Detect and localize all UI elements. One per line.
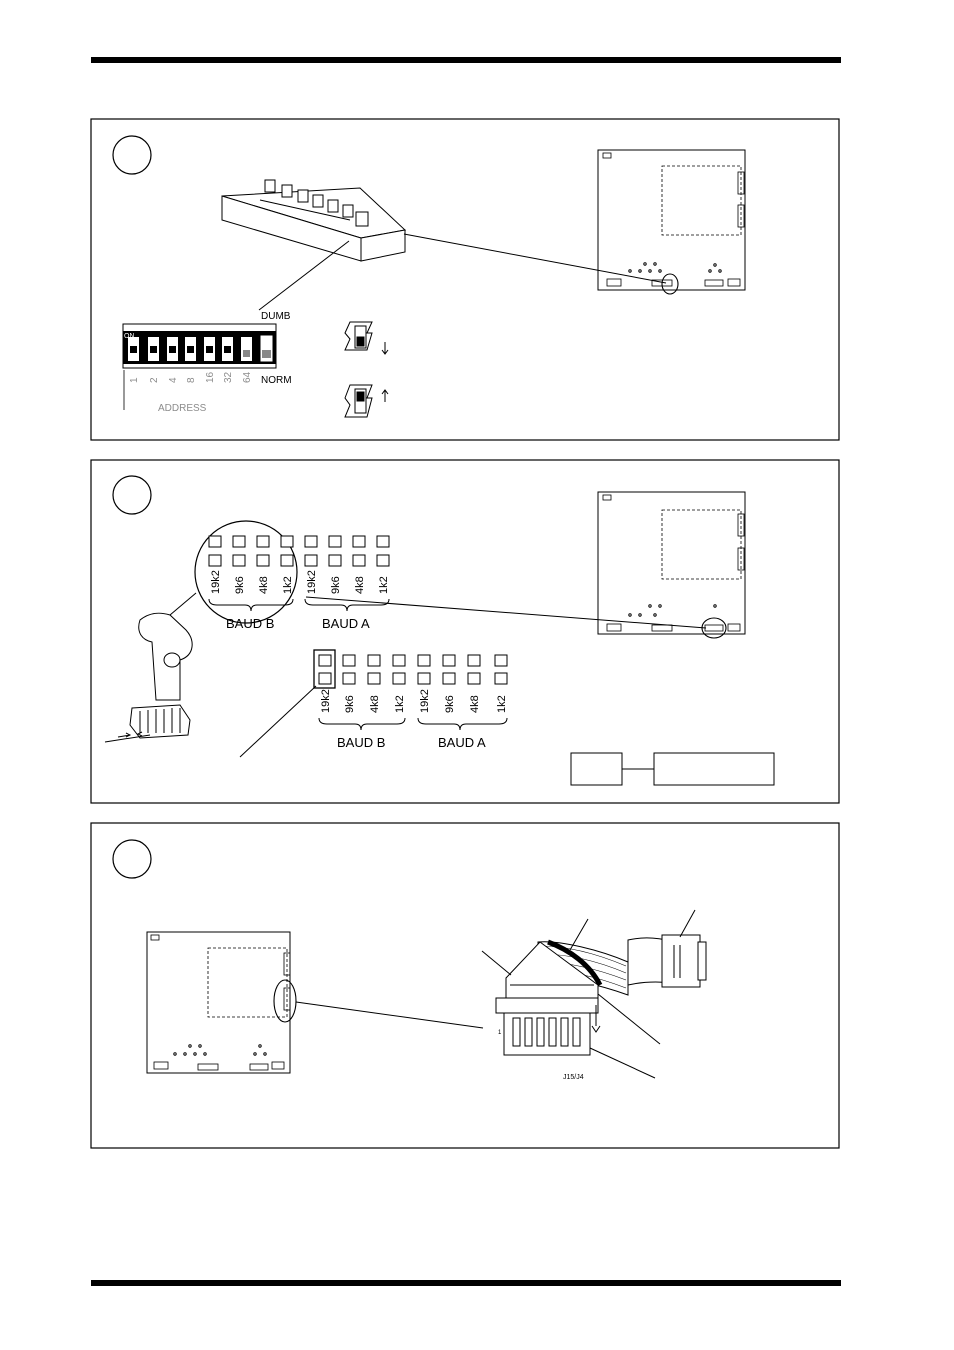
address-label-1: 1 [129, 377, 140, 383]
leader-line-dip-to-detail [258, 240, 350, 311]
baud-b-1k2-lower: 1k2 [394, 695, 406, 713]
norm-label: NORM [261, 375, 292, 386]
address-label-2: 2 [149, 377, 160, 383]
step-circle-1 [112, 135, 152, 175]
pcb-board-3 [146, 931, 297, 1074]
bottom-rule [91, 1280, 841, 1286]
panel-3-frame [90, 822, 840, 1149]
connector-label: J15/J4 [563, 1074, 584, 1081]
baud-b-19k2-upper: 19k2 [210, 570, 222, 594]
dumb-label: DUMB [261, 311, 291, 322]
baud-b-4k8-lower: 4k8 [369, 695, 381, 713]
address-caption: ADDRESS [158, 403, 207, 414]
leader-line-dip-to-board [403, 233, 667, 284]
ribbon-cable-connector [495, 934, 707, 1079]
address-label-8: 8 [186, 377, 197, 383]
box-left [570, 752, 623, 786]
baud-a-9k6-upper: 9k6 [330, 576, 342, 594]
baud-b-9k6-lower: 9k6 [344, 695, 356, 713]
baud-b-4k8-upper: 4k8 [258, 576, 270, 594]
baud-a-9k6-lower: 9k6 [444, 695, 456, 713]
connector-pin-label: 1 [498, 1030, 502, 1036]
leader-line-socket-left [481, 950, 512, 976]
top-rule [91, 57, 841, 63]
panel-2-baud-jumpers: 19k2 9k6 4k8 1k2 19k2 9k6 4k8 1k2 BAUD B… [90, 459, 840, 804]
leader-line-ribbon-top [569, 918, 589, 951]
pcb-board-1 [597, 149, 746, 295]
dip-switch-front-detail: ON 1 2 4 8 16 32 64 DUMB NORM ADDRESS [122, 311, 292, 414]
jumper-header-lower [313, 649, 508, 689]
leader-line-socket-right [597, 993, 661, 1045]
baud-a-1k2-upper: 1k2 [378, 576, 390, 594]
leader-line-plug [679, 909, 696, 938]
jumper-header-upper [208, 535, 390, 567]
panel-3-ribbon-connector: 1 J15/J4 [90, 822, 840, 1149]
baud-b-label-lower: BAUD B [337, 735, 385, 750]
address-label-16: 16 [205, 371, 216, 383]
baud-b-19k2-lower: 19k2 [320, 689, 332, 713]
leader-line-jumper-lower [239, 685, 317, 758]
baud-b-9k6-upper: 9k6 [234, 576, 246, 594]
panel-2-frame [90, 459, 840, 804]
connection-boxes [570, 752, 775, 786]
leader-line-jumpers-to-board [305, 596, 707, 629]
step-circle-2 [112, 475, 152, 515]
dip-toggle-group [128, 334, 274, 363]
baud-a-label-upper: BAUD A [322, 616, 370, 631]
magnifier-circle [194, 520, 298, 624]
baud-braces-upper [208, 598, 390, 612]
address-label-4: 4 [168, 377, 179, 383]
baud-b-label-upper: BAUD B [226, 616, 274, 631]
dip-on-label: ON [124, 333, 135, 340]
dip-switch-3d-view [221, 179, 407, 262]
dip-address-labels: 1 2 4 8 16 32 64 [129, 371, 253, 383]
panel-1-frame [90, 118, 840, 441]
switch-down-symbol [344, 321, 389, 355]
switch-up-symbol [344, 384, 389, 418]
panel-1-address-switch: ON 1 2 4 8 16 32 64 DUMB NORM ADDRESS [90, 118, 840, 441]
box-right [653, 752, 775, 786]
baud-a-label-lower: BAUD A [438, 735, 486, 750]
baud-a-19k2-upper: 19k2 [306, 570, 318, 594]
baud-a-1k2-lower: 1k2 [496, 695, 508, 713]
address-label-64: 64 [242, 371, 253, 383]
baud-b-1k2-upper: 1k2 [282, 576, 294, 594]
baud-labels-upper: 19k2 9k6 4k8 1k2 19k2 9k6 4k8 1k2 [210, 570, 390, 594]
pcb-board-2 [597, 491, 746, 639]
baud-a-4k8-upper: 4k8 [354, 576, 366, 594]
baud-braces-lower [318, 717, 508, 731]
leader-line-board-to-connector [295, 1001, 484, 1029]
baud-a-19k2-lower: 19k2 [419, 689, 431, 713]
hand-jumper-illustration [104, 592, 197, 743]
baud-a-4k8-lower: 4k8 [469, 695, 481, 713]
step-circle-3 [112, 839, 152, 879]
baud-labels-lower: 19k2 9k6 4k8 1k2 19k2 9k6 4k8 1k2 [320, 689, 508, 713]
address-label-32: 32 [223, 371, 234, 383]
